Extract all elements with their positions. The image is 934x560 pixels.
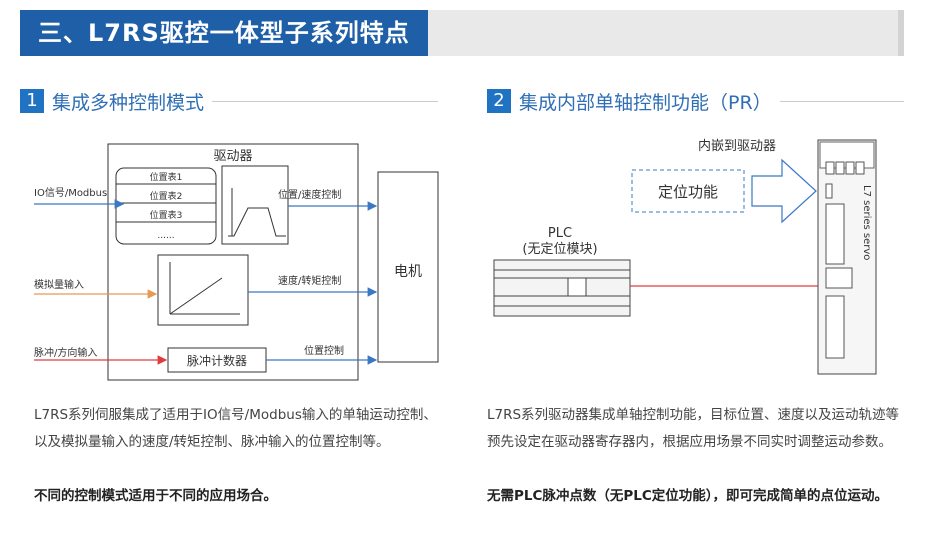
position-table-2: 位置表2: [150, 190, 183, 202]
input-io-modbus: IO信号/Modbus: [34, 187, 107, 199]
motor-label: 电机: [394, 264, 422, 280]
driver-box: [107, 143, 359, 381]
section1-highlight: 不同的控制模式适用于不同的应用场合。: [34, 488, 277, 504]
position-table-1: 位置表1: [150, 171, 183, 183]
driver-label: 驱动器: [213, 149, 252, 164]
section2-number: 2: [487, 89, 511, 113]
output-position: 位置控制: [304, 344, 344, 357]
embed-label: 内嵌到驱动器: [698, 138, 776, 154]
banner-edge: [898, 10, 904, 56]
section2-rule: [779, 100, 904, 102]
embed-arrow: [751, 158, 817, 224]
position-table-3: 位置表3: [150, 209, 183, 221]
profile-box: [221, 165, 289, 245]
positioning-function-box: [631, 169, 745, 213]
section1-rule: [212, 100, 438, 102]
section1-number: 1: [20, 89, 44, 113]
motor-box: [377, 171, 439, 363]
output-speed-torque: 速度/转矩控制: [278, 274, 341, 287]
section1-paragraph: L7RS系列伺服集成了适用于IO信号/Modbus输入的单轴运动控制、以及模拟量…: [34, 407, 437, 450]
section2-paragraph: L7RS系列驱动器集成单轴控制功能，目标位置、速度以及运动轨迹等预先设定在驱动器…: [487, 407, 900, 450]
positioning-function-label: 定位功能: [658, 183, 718, 201]
output-position-speed: 位置/速度控制: [278, 188, 341, 201]
input-analog: 模拟量输入: [34, 278, 84, 291]
pulse-counter-label: 脉冲计数器: [187, 353, 247, 368]
section1-title: 集成多种控制模式: [52, 91, 205, 114]
plc-sublabel: (无定位模块): [522, 242, 597, 257]
section2-header: 2 集成内部单轴控制功能（PR）: [487, 88, 904, 114]
plc-label: PLC: [548, 226, 572, 241]
section2-title: 集成内部单轴控制功能（PR）: [519, 91, 772, 114]
analog-line: [169, 277, 223, 315]
banner-title: 三、L7RS驱控一体型子系列特点: [20, 10, 428, 56]
position-table-more: ......: [157, 231, 174, 241]
section1-header: 1 集成多种控制模式: [20, 88, 438, 114]
servo-series-text: L7 series servo: [861, 185, 872, 260]
servo-drive: [817, 139, 877, 375]
plc-device: [493, 259, 631, 317]
section2-highlight: 无需PLC脉冲点数（无PLC定位功能），即可完成简单的点位运动。: [487, 488, 889, 504]
analog-box: [157, 254, 249, 326]
trapezoid-profile: [228, 207, 286, 237]
input-pulse: 脉冲/方向输入: [34, 346, 97, 359]
